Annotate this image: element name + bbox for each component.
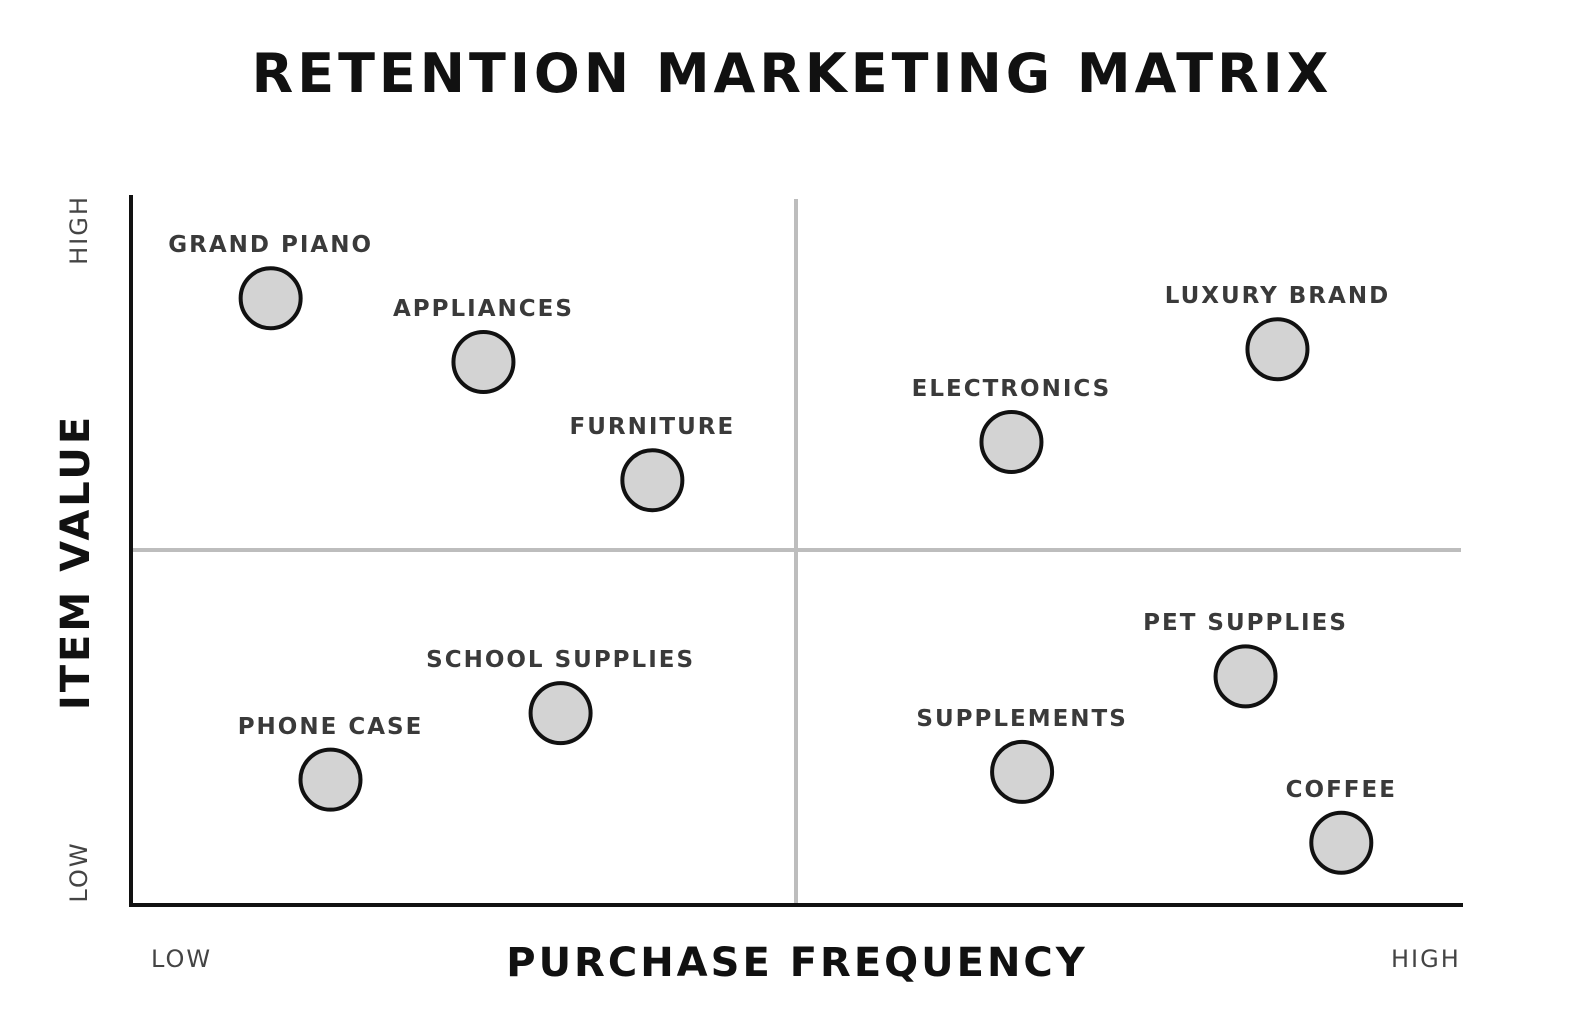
data-point-label: PHONE CASE	[237, 713, 424, 740]
data-point-bubble	[620, 448, 685, 513]
data-point-bubble	[238, 266, 303, 331]
data-point-bubble	[451, 329, 516, 394]
x-tick-low: LOW	[151, 945, 213, 973]
data-point-label: SCHOOL SUPPLIES	[426, 647, 696, 674]
data-point-label: SUPPLEMENTS	[916, 705, 1128, 732]
data-point-bubble	[298, 747, 363, 812]
data-point-label: GRAND PIANO	[168, 232, 374, 259]
chart-title: RETENTION MARKETING MATRIX	[251, 42, 1333, 105]
data-point-bubble	[1245, 317, 1310, 382]
y-tick-low: LOW	[65, 841, 93, 903]
data-point-bubble	[528, 681, 593, 746]
data-point-bubble	[1213, 644, 1278, 709]
y-axis-label: ITEM VALUE	[53, 413, 99, 711]
x-axis-label: PURCHASE FREQUENCY	[506, 940, 1088, 986]
data-point-bubble	[990, 739, 1055, 804]
data-point-bubble	[979, 409, 1044, 474]
data-point-label: FURNITURE	[569, 414, 736, 441]
data-point-label: COFFEE	[1285, 776, 1397, 803]
data-point-label: APPLIANCES	[392, 295, 574, 322]
x-tick-high: HIGH	[1391, 945, 1461, 973]
bubble-layer	[238, 266, 1374, 875]
data-point-label: PET SUPPLIES	[1143, 610, 1348, 637]
data-point-bubble	[1309, 810, 1374, 875]
data-point-label: LUXURY BRAND	[1164, 283, 1391, 310]
data-point-label: ELECTRONICS	[911, 375, 1112, 402]
y-tick-high: HIGH	[65, 195, 93, 265]
